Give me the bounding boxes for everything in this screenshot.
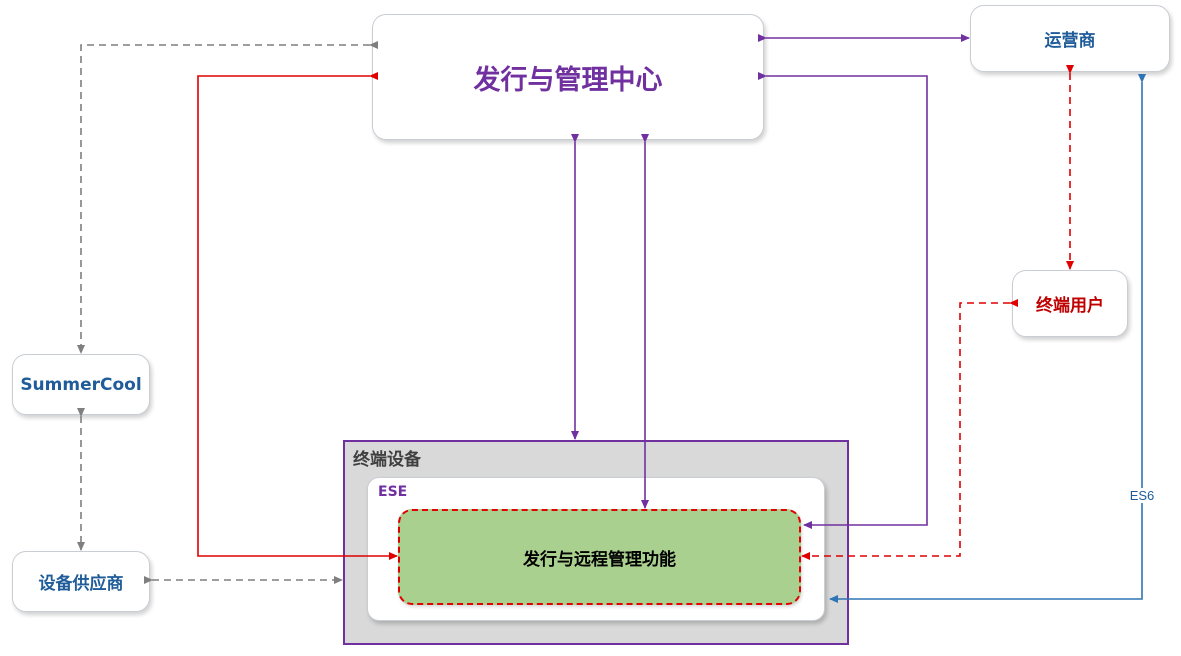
edge-issuer-function-red — [197, 72, 398, 560]
es6-edge-label: ES6 — [1128, 488, 1156, 503]
issuance-management-center-node: 发行与管理中心 — [372, 14, 764, 140]
edge-operator-ese-es6 — [829, 74, 1146, 603]
summercool-node: SummerCool — [12, 354, 150, 415]
edge-enduser-function — [801, 299, 1018, 560]
edge-issuer-function-loop — [758, 72, 928, 529]
edge-issuer-summercool — [77, 41, 378, 354]
issuance-remote-management-node: 发行与远程管理功能 — [398, 509, 801, 605]
operator-node: 运营商 — [970, 5, 1170, 72]
